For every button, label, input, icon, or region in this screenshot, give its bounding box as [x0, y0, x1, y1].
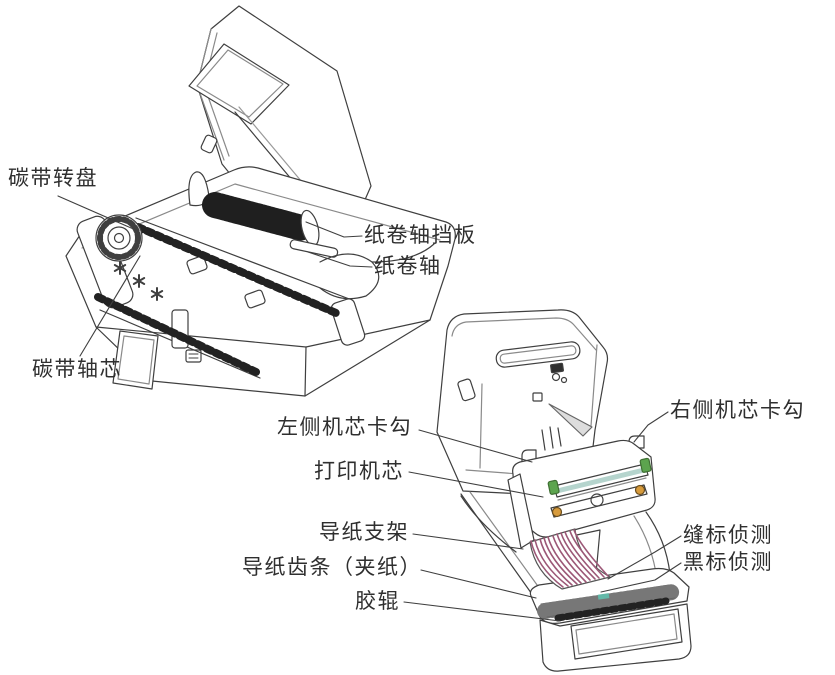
- printhead-clip-right: [639, 457, 652, 473]
- leader-ribbon-dial: [57, 195, 139, 232]
- leader-platen-roller: [403, 601, 561, 622]
- media-sensor: [597, 593, 610, 600]
- roller-cap-left: [551, 506, 563, 518]
- ribbon-dial-wheel: [95, 214, 143, 262]
- leader-black-mark-sensor: [600, 562, 682, 593]
- leader-right-hook: [633, 411, 669, 443]
- printer2-leader-lines: [403, 411, 682, 622]
- callout-roll-guard: 纸卷轴挡板: [364, 224, 477, 247]
- callout-paper-guide-bracket: 导纸支架: [319, 521, 409, 544]
- ribbon-roller-upper: [134, 223, 340, 317]
- callout-print-mechanism: 打印机芯: [314, 460, 404, 483]
- printer2-open-lid: [436, 309, 609, 498]
- leader-roll-shaft: [307, 251, 373, 268]
- printer1-paper-roll: [188, 171, 435, 300]
- leader-left-hook: [418, 429, 533, 463]
- printhead-strip: [554, 467, 647, 494]
- callout-platen-roller: 胶辊: [355, 590, 400, 613]
- leader-roll-guard: [305, 221, 363, 238]
- star-marks: [113, 261, 164, 301]
- right-support-arm: [645, 511, 671, 575]
- leader-ribbon-core: [79, 255, 141, 357]
- ribbon-roller-lower: [94, 293, 260, 376]
- callout-paper-guide-rack: 导纸齿条（夹纸）: [242, 556, 422, 579]
- printer2-ribbon-cable: [529, 528, 611, 590]
- printer-ribbon-diagram: [57, 5, 456, 397]
- callout-ribbon-dial: 碳带转盘: [8, 167, 98, 190]
- leader-paper-guide-bracket: [412, 533, 524, 550]
- callout-gap-sensor: 缝标侦测: [683, 524, 773, 547]
- paper-guide-grid: [537, 584, 681, 619]
- printer-mechanism-diagram: [403, 309, 692, 672]
- cable-stripes: [530, 529, 609, 588]
- printhead-clip-left: [547, 479, 560, 495]
- roller-cap-right: [634, 484, 646, 496]
- leader-gap-sensor: [607, 535, 682, 580]
- base-front-window: [570, 608, 683, 660]
- roll-shaft-bar: [289, 239, 339, 258]
- leader-paper-guide-rack: [420, 569, 537, 599]
- guide-rack-teeth: [554, 597, 670, 622]
- callout-ribbon-core: 碳带轴芯: [32, 358, 122, 381]
- paper-roll-dark: [202, 192, 315, 241]
- callout-right-hook: 右侧机芯卡勾: [670, 399, 805, 422]
- callout-black-mark-sensor: 黑标侦测: [683, 551, 773, 574]
- printer1-leader-lines: [57, 195, 373, 357]
- printer1-ribbon-mechanism: [76, 214, 366, 379]
- callout-left-hook: 左侧机芯卡勾: [277, 416, 412, 439]
- callout-roll-shaft: 纸卷轴: [374, 255, 442, 278]
- leader-print-mechanism: [408, 471, 544, 498]
